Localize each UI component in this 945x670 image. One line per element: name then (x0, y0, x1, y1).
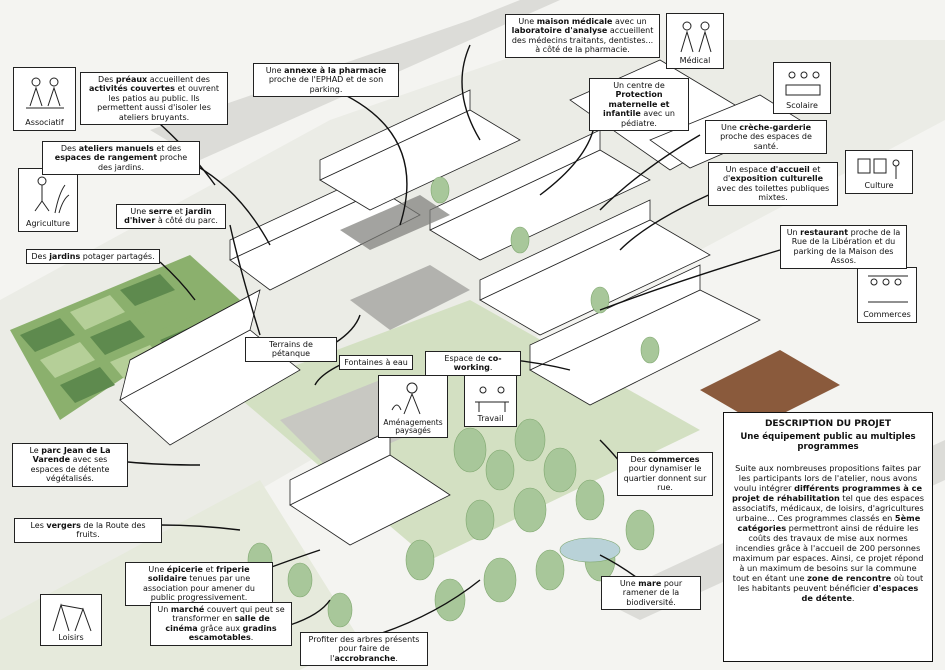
terrace-deck (700, 350, 840, 425)
tag-scolaire: Scolaire (773, 62, 831, 114)
tag-label: Associatif (25, 118, 64, 127)
tag-culture: Culture (845, 150, 913, 194)
tag-label: Agriculture (26, 219, 70, 228)
callout-creche: Une crèche-garderie proche des espaces d… (705, 120, 827, 155)
tag-amenagements: Aménagements paysagés (378, 375, 448, 438)
callout-preaux: Des préaux accueillent des activités cou… (80, 72, 228, 126)
landscape-person-icon (391, 382, 421, 415)
callout-ateliers: Des ateliers manuels et des espaces de r… (42, 141, 200, 176)
coworking-desk-icon (475, 386, 509, 412)
callout-accueil: Un espace d'accueil et d'exposition cult… (708, 162, 838, 206)
market-crowd-icon (868, 275, 908, 303)
description-title: DESCRIPTION DU PROJET (764, 419, 892, 429)
garden-plots (10, 255, 240, 420)
exhibition-frame-icon (857, 158, 900, 179)
tag-label: Médical (679, 56, 711, 65)
callout-commerces: Des commerces pour dynamiser le quartier… (617, 452, 713, 496)
callout-petanque: Terrains de pétanque (245, 337, 337, 362)
tag-label: Commerces (863, 310, 911, 319)
tag-medical: Médical (666, 13, 724, 69)
playground-icon (52, 603, 92, 632)
tag-label: Loisirs (58, 633, 84, 642)
callout-annexe: Une annexe à la pharmacie proche de l'EP… (253, 63, 399, 98)
callout-coworking: Espace de co-working. (425, 351, 521, 376)
tag-travail: Travail (464, 375, 517, 427)
tag-associatif: Associatif (13, 67, 76, 131)
tag-label: Scolaire (786, 101, 818, 110)
callout-restaurant: Un restaurant proche de la Rue de la Lib… (780, 225, 907, 269)
tag-label: Travail (477, 414, 504, 423)
callout-pmi: Un centre de Protection maternelle et in… (589, 78, 689, 132)
callout-parc: Le parc Jean de La Varende avec ses espa… (12, 443, 128, 487)
school-children-icon (785, 71, 821, 96)
tag-agriculture: Agriculture (18, 168, 78, 232)
project-description-panel: DESCRIPTION DU PROJET Une équipement pub… (723, 412, 933, 662)
callout-mare: Une mare pour ramener de la biodiversité… (601, 576, 701, 611)
callout-fontaines: Fontaines à eau (339, 355, 413, 371)
tag-loisirs: Loisirs (40, 594, 102, 646)
pond (559, 537, 621, 563)
tag-commerces: Commerces (857, 267, 917, 323)
callout-marche: Un marché couvert qui peut se transforme… (150, 602, 292, 646)
description-subtitle: Une équipement public au multiples progr… (740, 431, 916, 453)
tag-label: Aménagements paysagés (383, 418, 443, 436)
callout-arbres: Profiter des arbres présents pour faire … (300, 632, 428, 667)
garden-person-icon (34, 176, 70, 214)
callout-epicerie: Une épicerie et friperie solidaire tenue… (125, 562, 273, 606)
covered-market-pergola (340, 195, 470, 330)
description-body: Suite aux nombreuses propositions faites… (732, 462, 924, 603)
callout-vergers: Les vergers de la Route des fruits. (14, 518, 162, 543)
callout-maison-medicale: Une maison médicale avec un laboratoire … (505, 14, 660, 58)
people-group-icon (26, 77, 64, 109)
callout-jardins: Des jardins potager partagés. (26, 249, 160, 265)
tag-label: Culture (864, 181, 894, 190)
trees (207, 176, 660, 628)
doctor-icon (680, 21, 712, 53)
callout-serre: Une serre et jardin d'hiver à côté du pa… (116, 204, 226, 229)
